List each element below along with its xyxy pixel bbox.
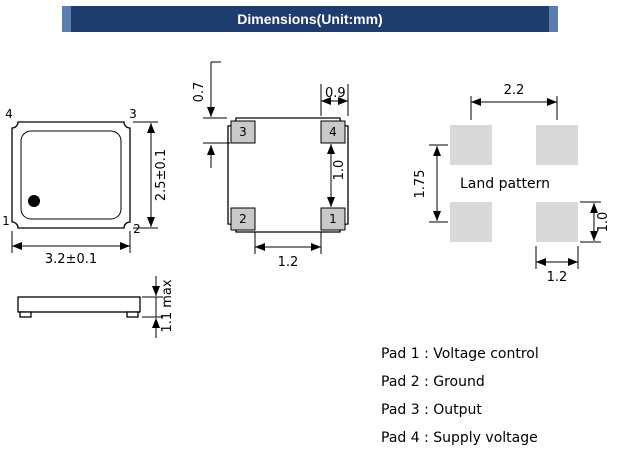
- top-view-lid-outline: [20, 130, 122, 220]
- land-pad-top-left: [450, 125, 492, 165]
- pad-3: [230, 120, 256, 144]
- pin-number-3: 3: [129, 107, 137, 121]
- side-view-foot-left: [19, 311, 32, 318]
- page-title: Dimensions(Unit:mm): [237, 11, 383, 27]
- dim-land-pad-width-label: 1.2: [547, 270, 568, 285]
- side-view: 1.1 max: [17, 276, 175, 338]
- dim-land-pad-height-label: 1.0: [596, 212, 611, 233]
- dim-edge-to-pad-label: 0.7: [192, 82, 207, 103]
- dim-land-pad-height: 1.0: [580, 201, 611, 243]
- dim-body-height: 2.5±0.1: [133, 121, 169, 229]
- pad-function-3: Pad 3 : Output: [381, 402, 482, 418]
- header-accent-right: [549, 6, 558, 32]
- dim-body-width: 3.2±0.1: [11, 231, 131, 267]
- pad-1-number: 1: [329, 212, 337, 226]
- land-pattern-label: Land pattern: [460, 176, 550, 192]
- dim-max-height-label: 1.1 max: [160, 279, 175, 332]
- land-pad-bottom-left: [450, 202, 492, 242]
- pad-function-1: Pad 1 : Voltage control: [381, 346, 539, 362]
- pad-2-number: 2: [239, 212, 247, 226]
- dim-land-pad-width: 1.2: [535, 246, 579, 285]
- pad-3-number: 3: [239, 125, 247, 139]
- dim-pad-gap-horizontal: 1.2: [254, 232, 322, 270]
- pin1-marker-dot: [28, 195, 40, 207]
- dim-land-vertical-pitch-label: 1.75: [413, 170, 428, 199]
- dim-pad-width: 0.9: [320, 84, 349, 116]
- dim-land-vertical-pitch: 1.75: [413, 144, 448, 223]
- pin-number-1: 1: [2, 214, 10, 228]
- pad-4-number: 4: [329, 125, 337, 139]
- pad-function-4: Pad 4 : Supply voltage: [381, 430, 538, 446]
- dim-body-height-label: 2.5±0.1: [154, 149, 169, 201]
- land-pad-bottom-right: [536, 202, 578, 242]
- pad-4: [320, 120, 346, 144]
- top-view: 4 3 1 2 3.2±0.1 2.5±0.1: [2, 107, 169, 267]
- pin-number-2: 2: [133, 222, 141, 236]
- dim-pad-width-label: 0.9: [325, 86, 346, 101]
- land-pattern: Land pattern 2.2 1.75 1.0: [413, 83, 611, 285]
- bottom-view: 3 4 2 1 0.7 0.9 1.: [192, 61, 349, 270]
- dim-body-width-label: 3.2±0.1: [45, 252, 97, 267]
- dim-pad-gap-vertical: 1.0: [327, 144, 347, 207]
- top-view-body-outline: [11, 121, 131, 229]
- pad-function-2: Pad 2 : Ground: [381, 374, 485, 390]
- dim-land-horizontal-pitch-label: 2.2: [504, 83, 525, 98]
- dim-pad-gap-vertical-label: 1.0: [332, 160, 347, 181]
- header-accent-left: [62, 6, 71, 32]
- pin-number-4: 4: [5, 107, 13, 121]
- side-view-foot-right: [126, 311, 139, 318]
- dim-edge-to-pad: 0.7: [192, 61, 230, 168]
- land-pad-top-right: [536, 125, 578, 165]
- pad-1: [320, 207, 346, 231]
- side-view-body: [17, 296, 141, 313]
- pad-function-list: Pad 1 : Voltage control Pad 2 : Ground P…: [381, 346, 539, 446]
- dim-max-height: 1.1 max: [142, 276, 175, 338]
- dim-land-horizontal-pitch: 2.2: [470, 83, 558, 120]
- header-bar: Dimensions(Unit:mm): [62, 6, 558, 32]
- pad-2: [230, 207, 256, 231]
- dim-pad-gap-horizontal-label: 1.2: [278, 255, 299, 270]
